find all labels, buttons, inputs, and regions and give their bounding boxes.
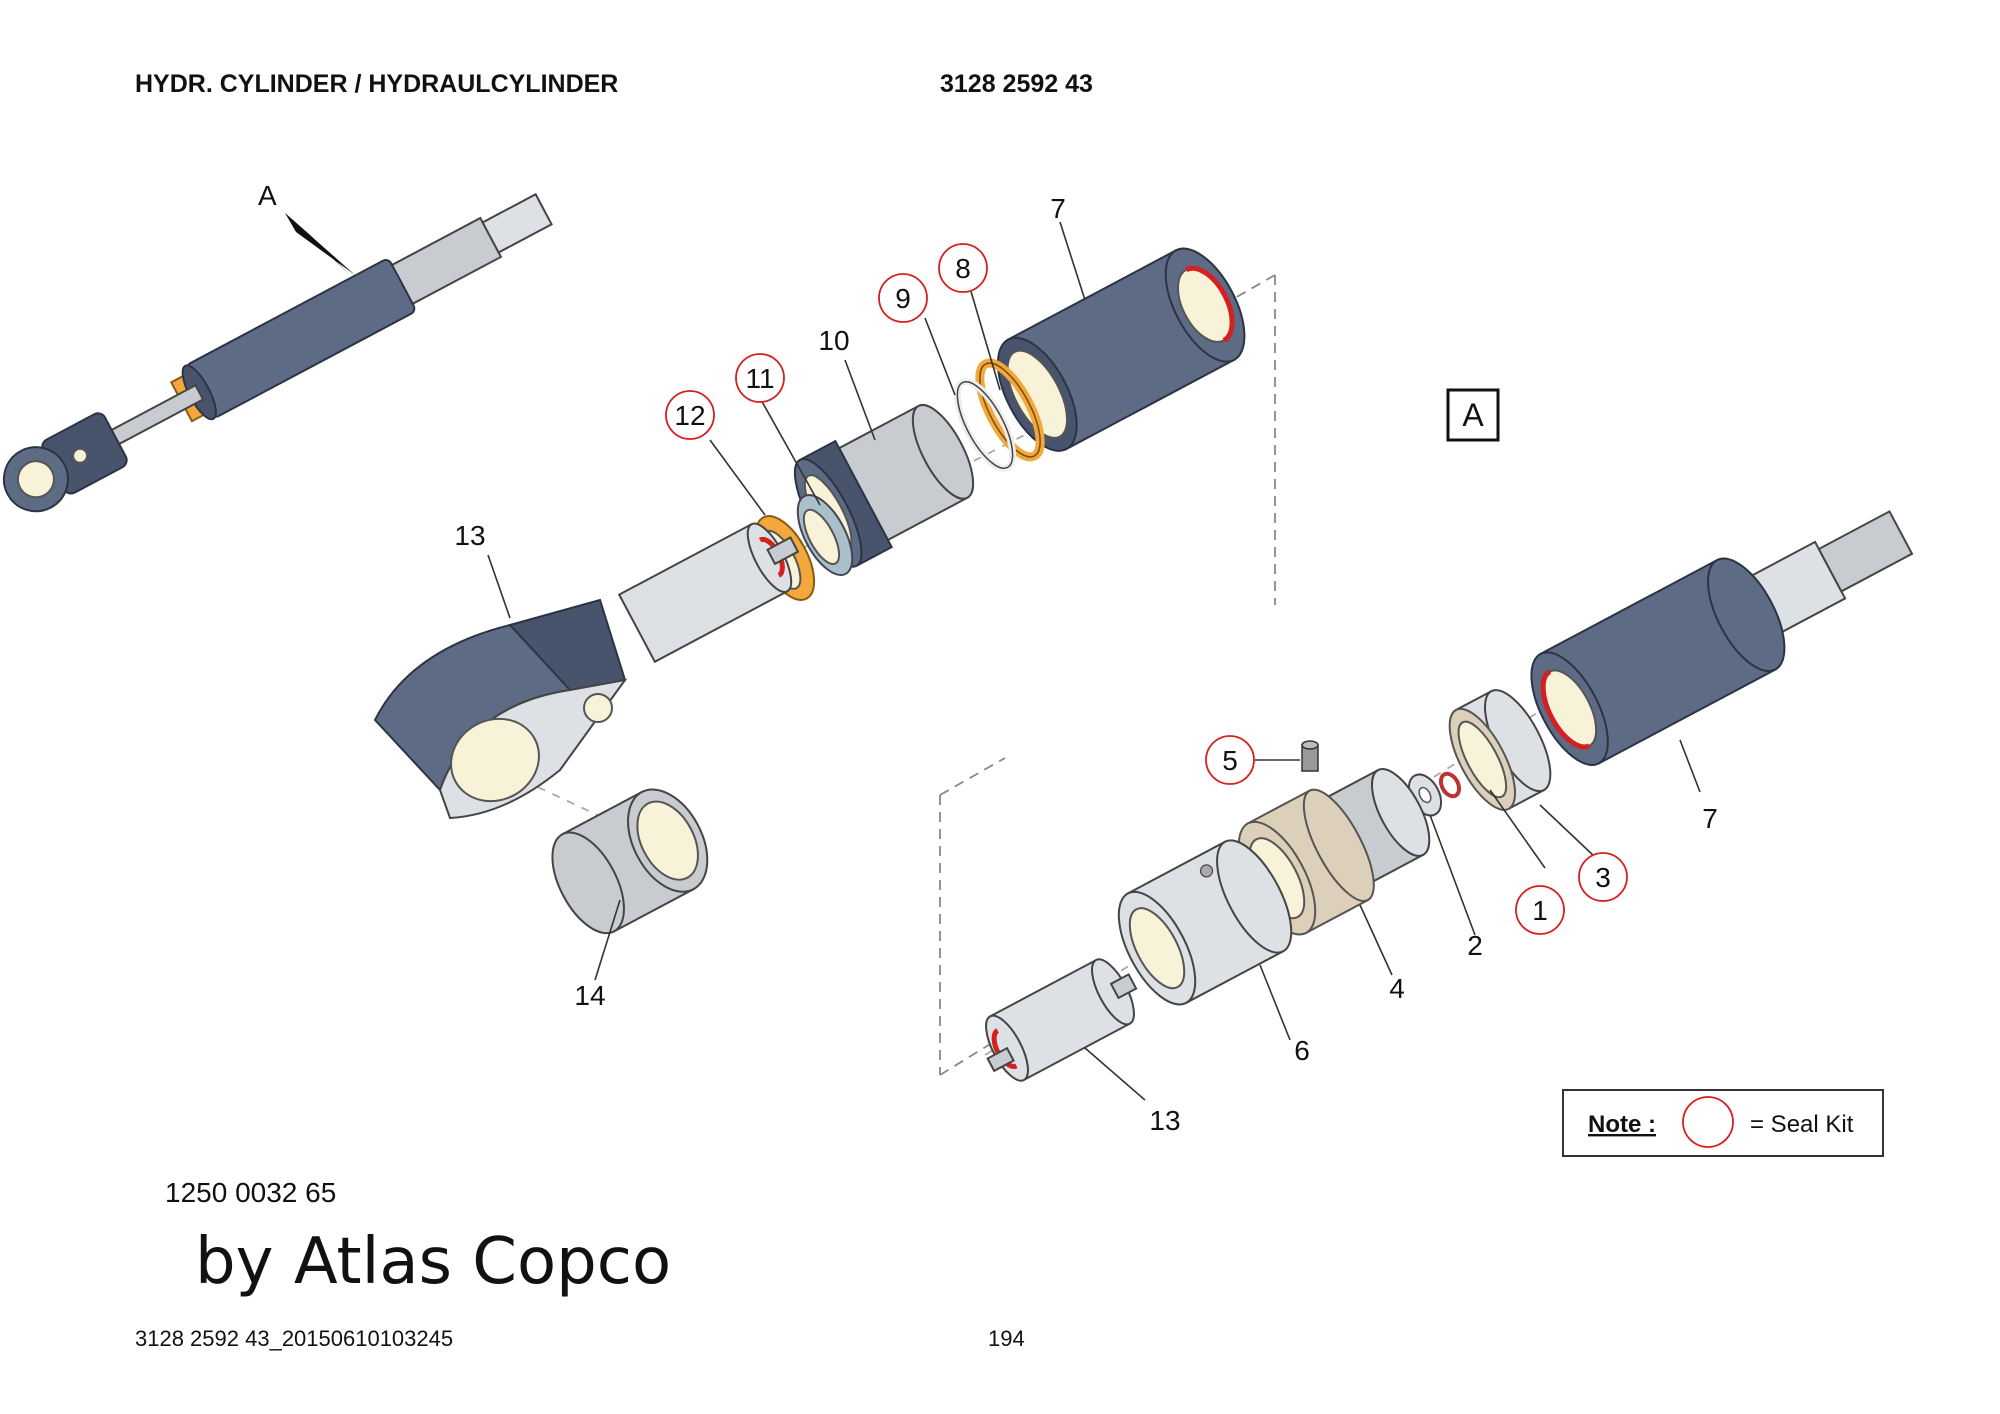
callout-1: 1 [1532, 895, 1548, 926]
part-4-piston [1237, 768, 1431, 936]
part-7-lower-tube [1530, 510, 1914, 766]
footer-doc-id: 3128 2592 43_20150610103245 [135, 1326, 454, 1351]
view-marker-label: A [258, 180, 277, 211]
part-13-rod-eye [373, 522, 800, 820]
watermark-text: by Atlas Copco [195, 1225, 672, 1299]
callout-13-lower: 13 [1149, 1105, 1180, 1136]
overview-cylinder [2, 192, 553, 513]
part-14-bushing [551, 788, 709, 935]
callout-5: 5 [1222, 745, 1238, 776]
callout-14: 14 [574, 980, 605, 1011]
detail-marker-box [1446, 388, 1500, 442]
callout-13-upper: 13 [454, 520, 485, 551]
callout-9: 9 [895, 283, 911, 314]
part-1-oring [1438, 771, 1462, 799]
callout-7-lower: 7 [1702, 803, 1718, 834]
page-title: HYDR. CYLINDER / HYDRAULCYLINDER [135, 70, 619, 98]
callout-7-upper: 7 [1050, 193, 1066, 224]
callout-11: 11 [745, 363, 774, 394]
part-number: 3128 2592 43 [940, 70, 1093, 98]
leader-lines [487, 221, 1701, 1101]
callout-10: 10 [818, 325, 849, 356]
note-box: Note : = Seal Kit [1562, 1089, 1884, 1157]
detail-marker-label: A [1462, 397, 1484, 433]
part-11-wiper [796, 494, 854, 576]
part-13-lower-rod [985, 958, 1138, 1082]
assembly-dashed-frame [939, 275, 1276, 1075]
part-5-set-screw [1301, 740, 1319, 772]
callout-2: 2 [1467, 930, 1483, 961]
callout-4: 4 [1389, 973, 1405, 1004]
reference-number: 1250 0032 65 [165, 1177, 337, 1208]
part-6-spacer [1117, 839, 1293, 1006]
callout-3: 3 [1595, 862, 1611, 893]
part-8-ring [975, 358, 1045, 462]
seal-kit-symbol [1682, 1096, 1734, 1148]
callout-6: 6 [1294, 1035, 1310, 1066]
seal-kit-circles [665, 243, 1628, 935]
part-3-guide [1448, 689, 1552, 811]
note-text: = Seal Kit [1750, 1111, 1854, 1138]
callout-12: 12 [674, 400, 705, 431]
part-7-cylinder-tube [996, 247, 1246, 452]
callout-8: 8 [955, 253, 971, 284]
part-9-ring [953, 378, 1017, 472]
footer-page-number: 194 [988, 1326, 1025, 1351]
note-label: Note : [1588, 1111, 1656, 1138]
